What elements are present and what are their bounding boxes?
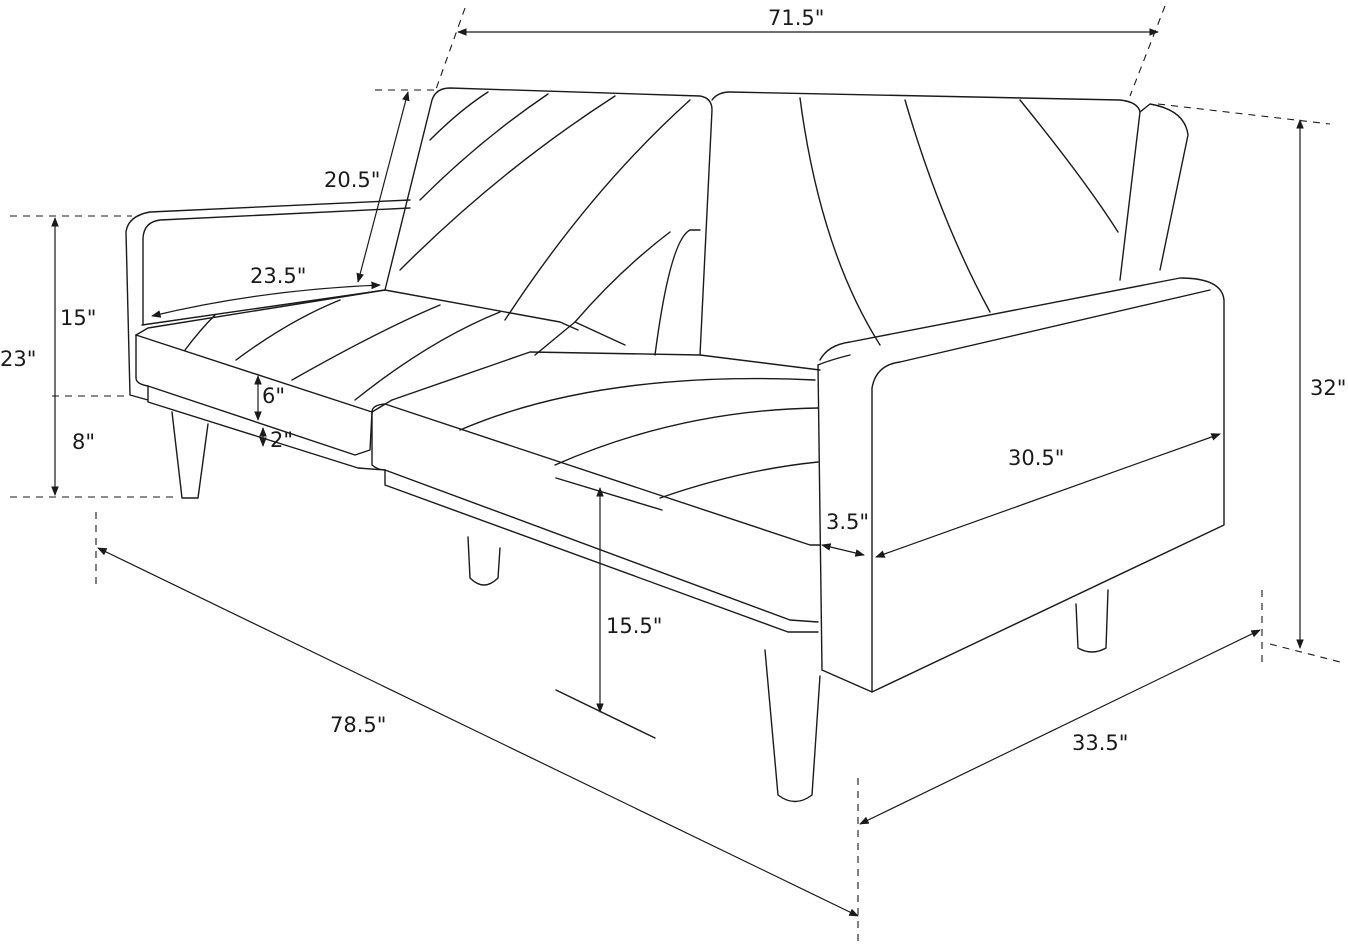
dimension-lines [10, 5, 1341, 946]
legs [171, 411, 1109, 803]
right-arm [817, 277, 1225, 693]
label-arm-length: 30.5" [1008, 446, 1065, 470]
label-arm-height-above-seat: 15" [60, 306, 97, 330]
label-arm-width: 3.5" [826, 510, 870, 534]
label-overall-width: 78.5" [330, 713, 387, 737]
label-back-width: 71.5" [768, 6, 825, 30]
label-leg-height: 8" [72, 430, 96, 454]
right-seat-cushion [371, 351, 821, 633]
label-back-height: 20.5" [324, 168, 381, 192]
backrest [384, 87, 1189, 356]
label-overall-height: 32" [1310, 376, 1347, 400]
label-seat-depth: 23.5" [250, 264, 307, 288]
label-cushion-thickness: 6" [262, 384, 286, 408]
left-arm [125, 199, 411, 401]
label-seat-height: 15.5" [606, 614, 663, 638]
label-overall-depth: 33.5" [1072, 731, 1129, 755]
label-frame-thickness: 2" [270, 428, 294, 452]
label-arm-total-height: 23" [0, 347, 37, 371]
